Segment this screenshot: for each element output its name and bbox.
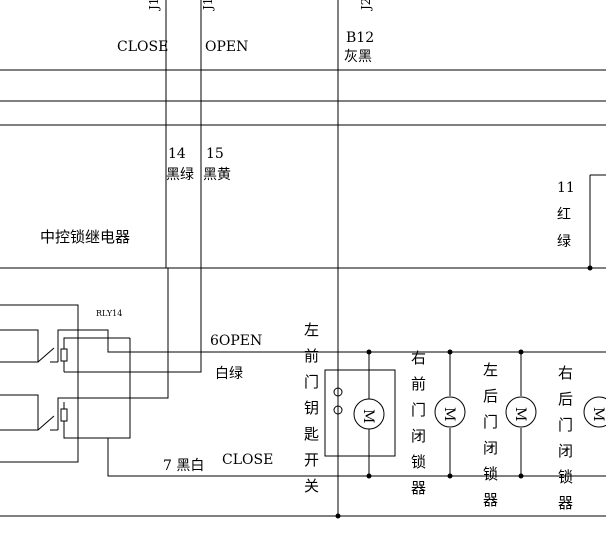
device-label-char: 锁 (483, 465, 498, 483)
motor-right-rear: M (583, 396, 606, 428)
pin-15-color: 黑黄 (203, 166, 231, 183)
device-label-char: 锁 (411, 453, 426, 471)
connector-j1-b: J1 (201, 0, 215, 12)
device-label-char: 左 (483, 361, 498, 379)
device-label-char: 门 (483, 413, 498, 431)
open-label-top: OPEN (205, 39, 248, 55)
motor-right-front: M (434, 352, 466, 476)
device-label-char: 前 (411, 375, 426, 393)
wire-7-label: 7 黑白 (163, 458, 204, 474)
pin-15-number: 15 (206, 146, 224, 162)
motor-symbol: M (441, 407, 457, 421)
motor-left-rear: M (505, 352, 537, 476)
device-label-char: 门 (411, 401, 426, 419)
device-label-char: 器 (411, 479, 426, 497)
motor-symbol: M (360, 409, 376, 423)
junction-dot (335, 513, 341, 519)
device-label-char: 门 (304, 373, 319, 391)
device-label-char: 开 (304, 451, 319, 469)
device-label-char: 关 (304, 477, 319, 495)
wire-6-open: 6OPEN (210, 333, 262, 349)
pin-14-number: 14 (168, 146, 186, 162)
junction-dot (587, 265, 593, 271)
device-label-char: 闭 (411, 427, 426, 445)
motor-symbol: M (512, 407, 528, 421)
vertical-rules (165, 0, 606, 516)
device-label-char: 前 (304, 347, 319, 365)
device-label-char: 闭 (558, 442, 573, 460)
device-label-char: 后 (483, 387, 498, 405)
device-label-char: 器 (558, 494, 573, 512)
wire-7-close: CLOSE (222, 452, 273, 468)
b12-color: 灰黑 (344, 49, 372, 65)
device-label-char: 右 (411, 349, 426, 367)
device-label-char: 器 (483, 491, 498, 509)
relay-label: RLY14 (96, 309, 122, 318)
b12-code: B12 (346, 30, 374, 46)
device-label-char: 锁 (558, 468, 573, 486)
connector-j1-a: J1 (147, 0, 161, 12)
relay-title: 中控锁继电器 (40, 228, 130, 246)
connector-j2: J2 (359, 0, 373, 12)
device-label-char: 钥 (304, 399, 319, 417)
device-label-char: 后 (558, 390, 573, 408)
wire-11-color-2: 绿 (557, 234, 571, 250)
device-label-char: 匙 (304, 425, 319, 443)
wire-11-number: 11 (557, 180, 575, 196)
device-label-char: 左 (304, 321, 319, 339)
device-label-char: 门 (558, 416, 573, 434)
relay-rly14: RLY14 (0, 268, 338, 477)
motor-symbol: M (590, 407, 606, 421)
wire-11-color-1: 红 (557, 207, 571, 223)
device-label-char: 闭 (483, 439, 498, 457)
device-label-char: 右 (558, 364, 573, 382)
pin-14-color: 黑绿 (166, 167, 194, 183)
horizontal-rules (0, 69, 606, 517)
wire-6-color: 白绿 (215, 366, 243, 382)
close-label-top: CLOSE (117, 39, 168, 55)
left-front-key-switch: M (324, 352, 396, 476)
